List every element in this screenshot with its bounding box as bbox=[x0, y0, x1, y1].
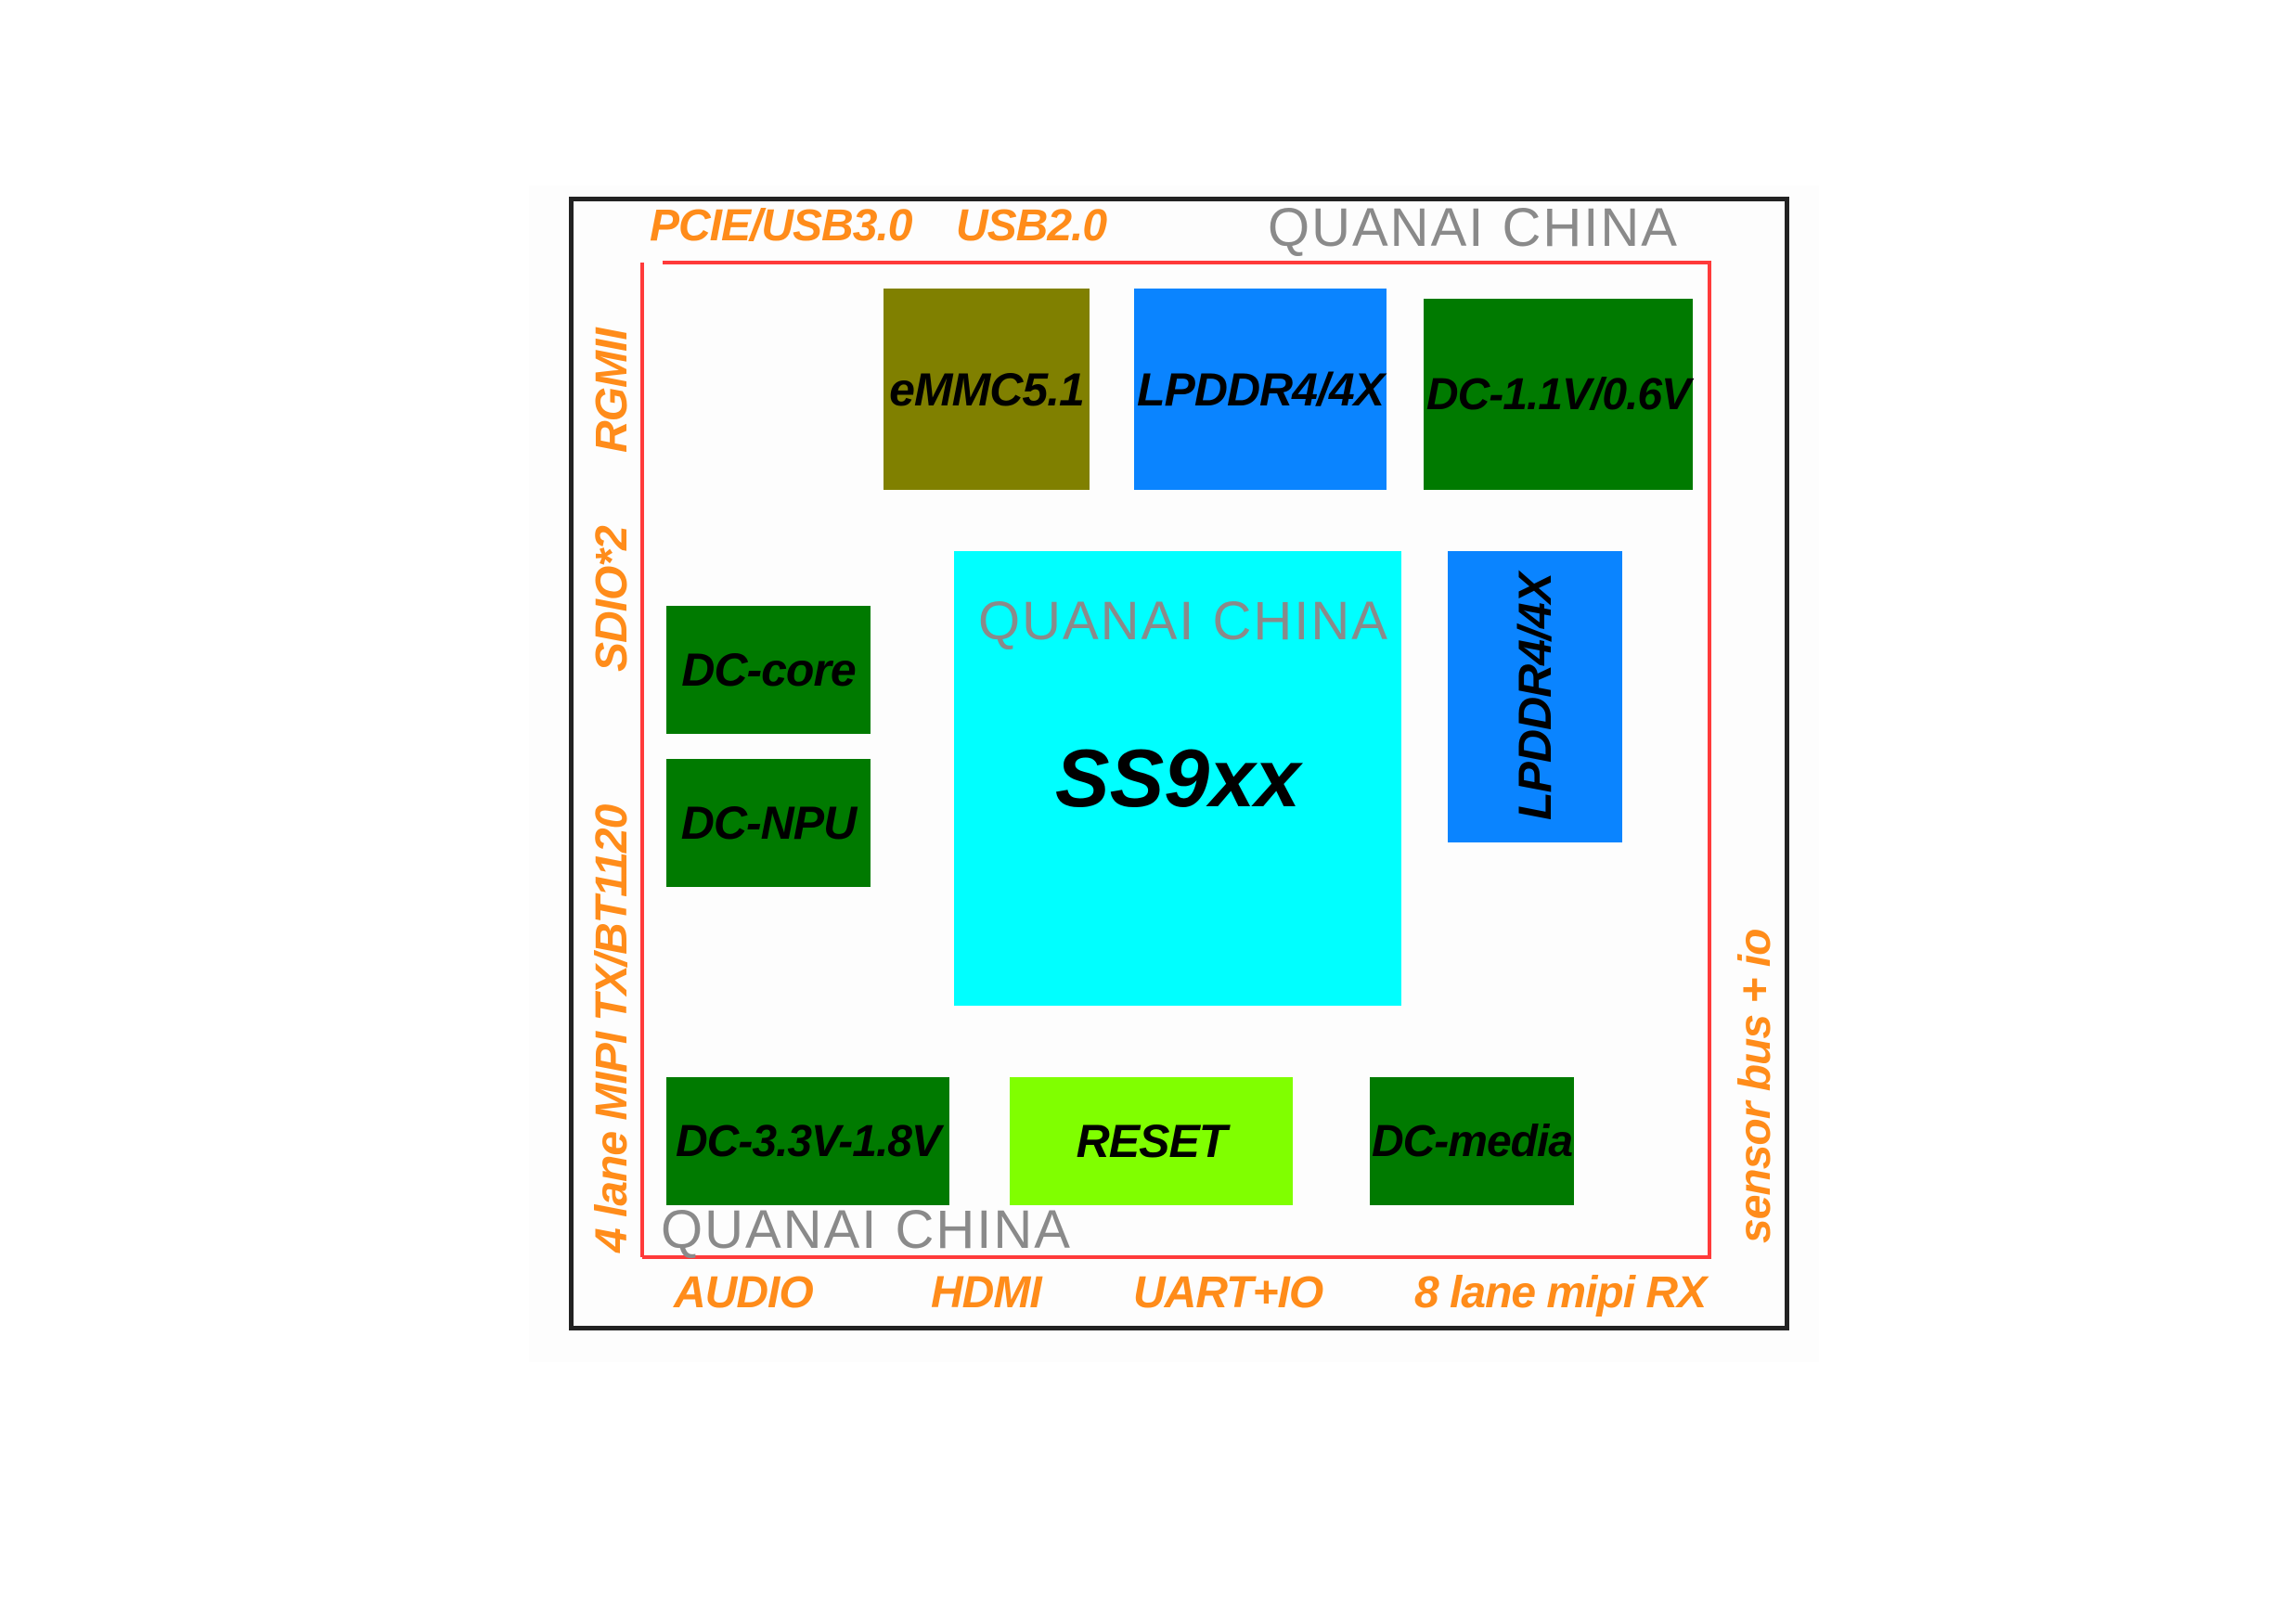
left-label-sdio: SDIO*2 bbox=[587, 526, 637, 672]
soc-label: SS9xx bbox=[1054, 732, 1301, 824]
dc-3v3-block: DC-3.3V-1.8V bbox=[666, 1077, 949, 1205]
dc-media-label: DC-media bbox=[1371, 1116, 1573, 1166]
lpddr-top-block: LPDDR4/4X bbox=[1134, 289, 1387, 490]
dc-3v3-label: DC-3.3V-1.8V bbox=[676, 1116, 941, 1166]
dc-core-block: DC-core bbox=[666, 606, 871, 734]
right-bus-line bbox=[1708, 263, 1711, 1257]
dc-core-label: DC-core bbox=[681, 644, 856, 696]
right-label-sensor-bus: sensor bus + io bbox=[1731, 929, 1780, 1243]
emmc-label: eMMC5.1 bbox=[889, 363, 1085, 416]
bottom-bus-line bbox=[642, 1255, 1711, 1259]
left-bus-line bbox=[640, 263, 644, 1257]
lpddr-top-label: LPDDR4/4X bbox=[1136, 363, 1385, 416]
left-label-mipi-tx: 4 lane MIPI TX/BT1120 bbox=[587, 804, 637, 1253]
watermark-center: QUANAI CHINA bbox=[978, 591, 1389, 651]
emmc-block: eMMC5.1 bbox=[884, 289, 1090, 490]
top-label-usb2: USB2.0 bbox=[956, 201, 1107, 251]
bottom-label-hdmi: HDMI bbox=[931, 1268, 1042, 1317]
reset-block: RESET bbox=[1010, 1077, 1293, 1205]
dc-npu-block: DC-NPU bbox=[666, 759, 871, 887]
bottom-label-audio: AUDIO bbox=[674, 1268, 814, 1317]
dc-media-block: DC-media bbox=[1370, 1077, 1574, 1205]
bottom-label-uart-io: UART+IO bbox=[1133, 1268, 1323, 1317]
top-bus-line bbox=[663, 261, 1711, 264]
lpddr-right-label: LPDDR4/4X bbox=[1509, 572, 1562, 821]
dc-1v1-block: DC-1.1V/0.6V bbox=[1424, 299, 1693, 490]
watermark-bottom: QUANAI CHINA bbox=[661, 1200, 1072, 1260]
top-label-pcie-usb3: PCIE/USB3.0 bbox=[650, 201, 912, 251]
left-label-rgmii: RGMII bbox=[587, 328, 637, 453]
dc-npu-label: DC-NPU bbox=[680, 797, 857, 849]
bottom-label-mipi-rx: 8 lane mipi RX bbox=[1414, 1268, 1707, 1317]
lpddr-right-block: LPDDR4/4X bbox=[1448, 551, 1622, 842]
reset-label: RESET bbox=[1076, 1115, 1228, 1167]
dc-1v1-label: DC-1.1V/0.6V bbox=[1425, 369, 1691, 419]
soc-block: SS9xx bbox=[954, 551, 1401, 1006]
module-outline bbox=[569, 197, 1789, 1330]
watermark-top: QUANAI CHINA bbox=[1268, 198, 1679, 258]
